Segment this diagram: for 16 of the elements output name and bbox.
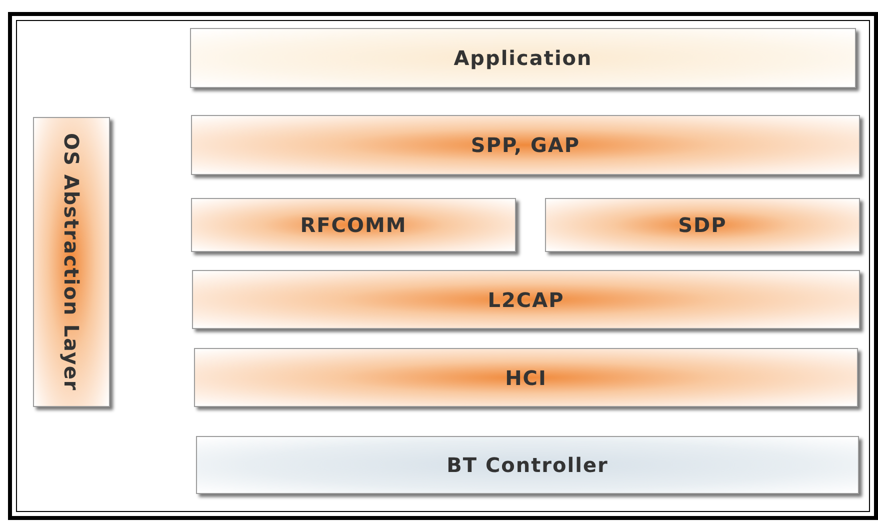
- protocol-layer: [191, 115, 860, 175]
- protocol-layer: [545, 198, 860, 252]
- os-abstraction-layer: [33, 117, 110, 407]
- layer-label: Application: [454, 46, 592, 70]
- layer-label: L2CAP: [488, 288, 564, 312]
- controller-layer: [196, 436, 859, 494]
- layer-label: SDP: [678, 213, 727, 237]
- layer-label: BT Controller: [446, 453, 608, 477]
- protocol-layer: [194, 348, 858, 407]
- layer-label: HCI: [505, 366, 547, 390]
- protocol-layer: [191, 198, 516, 252]
- application-layer: [190, 28, 856, 88]
- layer-label: OS Abstraction Layer: [60, 132, 84, 392]
- layer-label: SPP, GAP: [470, 133, 580, 157]
- protocol-layer: [192, 270, 860, 329]
- layer-label: RFCOMM: [300, 213, 407, 237]
